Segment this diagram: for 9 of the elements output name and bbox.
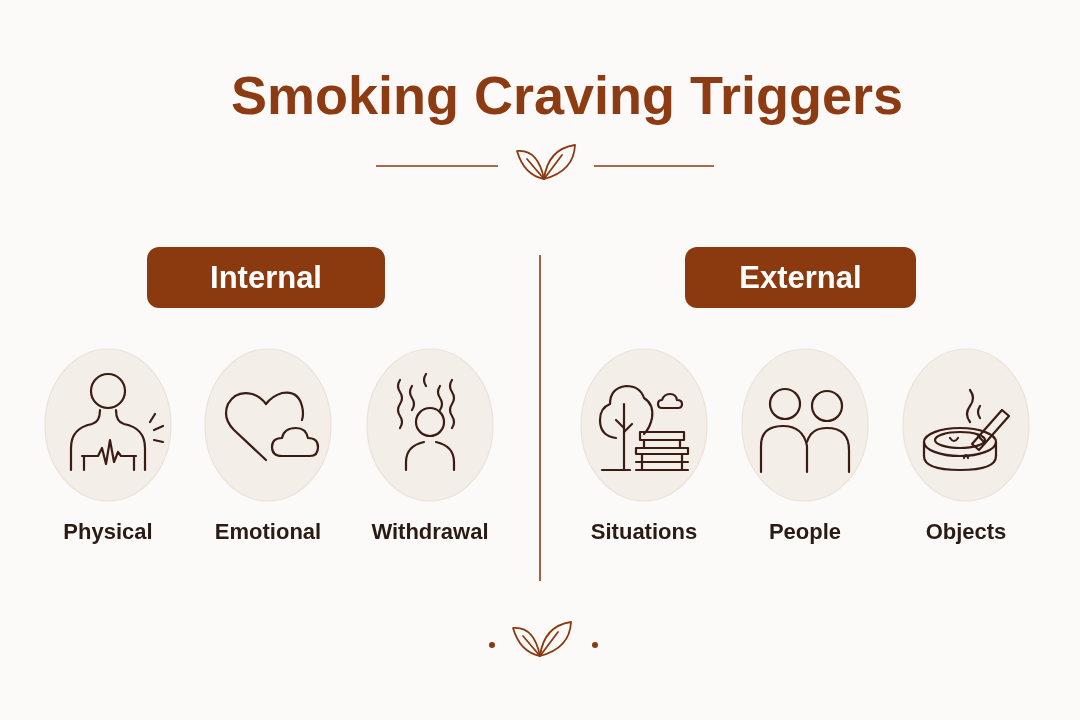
trigger-label: Physical (63, 518, 153, 546)
trigger-label: People (768, 518, 842, 546)
section-header: Internal (147, 247, 385, 308)
trigger-label: Emotional (214, 518, 322, 546)
section-header: External (685, 247, 916, 308)
trigger-label: Objects (925, 518, 1007, 546)
page-title: Smoking Craving Triggers (230, 64, 904, 127)
trigger-label: Withdrawal (371, 518, 489, 546)
trigger-label: Situations (590, 518, 698, 546)
